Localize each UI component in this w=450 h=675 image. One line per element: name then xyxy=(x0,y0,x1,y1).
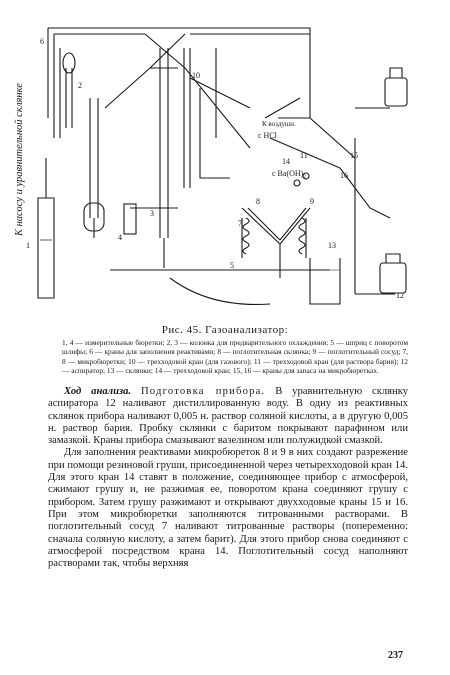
label-vozd: К воздушн. xyxy=(262,120,296,128)
label-8: 8 xyxy=(256,197,260,206)
apparatus-diagram: 6 2 3 4 1 5 7 8 9 10 11 12 13 14 15 16 с… xyxy=(26,27,408,305)
label-10: 10 xyxy=(192,71,200,80)
label-hcl: с HCl xyxy=(258,131,278,140)
label-4: 4 xyxy=(118,233,122,242)
label-11: 11 xyxy=(300,151,308,160)
label-13: 13 xyxy=(328,241,336,250)
label-16: 16 xyxy=(340,171,348,180)
label-7: 7 xyxy=(238,219,242,228)
label-baoh: с Ba(OH)₂ xyxy=(272,169,306,178)
page-number: 237 xyxy=(388,650,403,661)
label-6: 6 xyxy=(40,37,44,46)
section-lead: Ход анализа. xyxy=(64,386,132,397)
label-12: 12 xyxy=(396,291,404,300)
label-14: 14 xyxy=(282,157,290,166)
label-9: 9 xyxy=(310,197,314,206)
figure-caption-title: Рис. 45. Газоанализатор: xyxy=(161,324,289,336)
label-15: 15 xyxy=(350,151,358,160)
paragraph-1-text: В уравнительную склянку аспиратора 12 на… xyxy=(48,386,409,447)
paragraph-2: Для заполнения реактивами микробюреток 8… xyxy=(48,447,408,570)
label-3: 3 xyxy=(150,209,154,218)
paragraph-1: Ход анализа. Подготовка прибора. В уравн… xyxy=(48,386,408,447)
label-1: 1 xyxy=(26,241,30,250)
section-subhead: Подготовка прибора. xyxy=(140,386,266,397)
body-text: Ход анализа. Подготовка прибора. В уравн… xyxy=(48,386,408,570)
label-2: 2 xyxy=(78,81,82,90)
figure-caption-body: 1, 4 — измерительные бюретки; 2, 3 — кол… xyxy=(62,338,408,376)
label-5: 5 xyxy=(230,261,234,270)
